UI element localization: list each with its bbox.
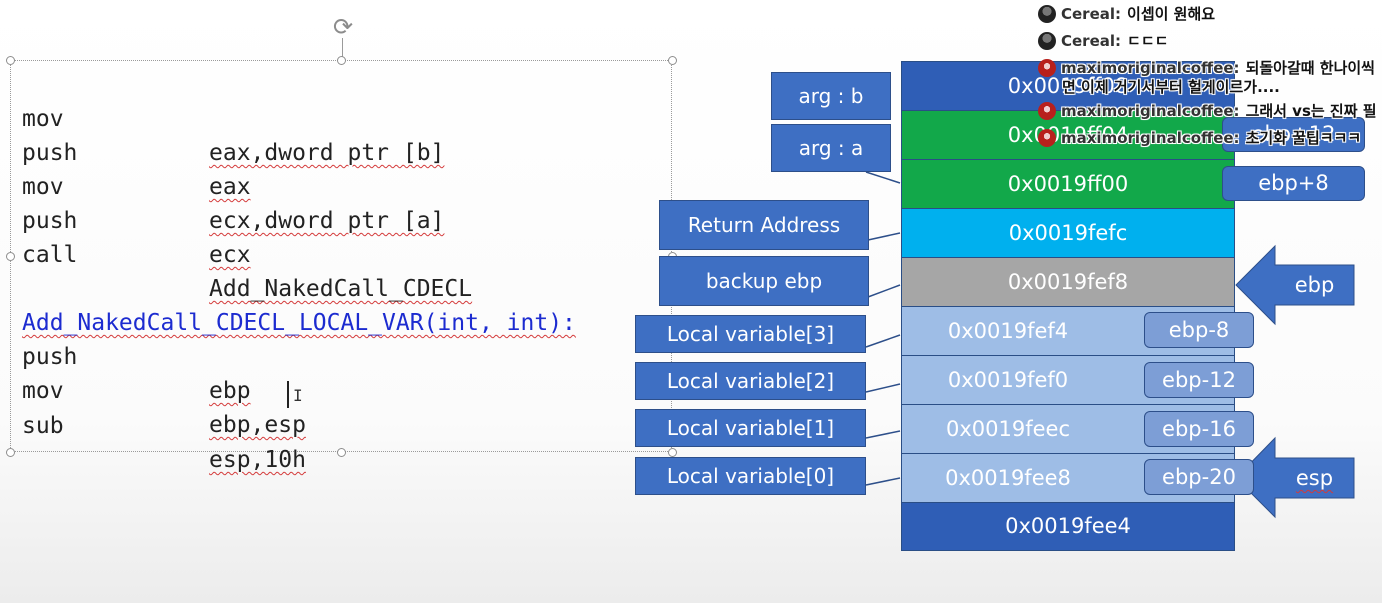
label-local-variable-2: Local variable[2] [635, 362, 866, 400]
chat-message: Cereal: 이셉이 원해요 [1038, 3, 1215, 25]
resize-handle-bottom[interactable] [337, 448, 346, 457]
offset-ebp-minus-8: ebp-8 [1144, 312, 1254, 348]
label-return-address: Return Address [659, 200, 869, 250]
code-op: push [22, 208, 78, 234]
chat-text: 면 이제 거기서부터 헐게이르가.... [1062, 78, 1280, 96]
code-arg: eax,dword ptr [b] [209, 140, 445, 166]
chat-message: maximoriginalcoffee: 초기화 꿀팁ㅋㅋㅋ [1038, 127, 1361, 149]
code-line: push eax [22, 102, 251, 200]
label-local-variable-1: Local variable[1] [635, 409, 866, 447]
code-op: mov [22, 174, 64, 200]
rotate-handle-stem [342, 38, 343, 60]
code-op: mov [22, 378, 64, 404]
stack-address: 0x0019fef4 [947, 319, 1069, 343]
resize-handle-bottom-left[interactable] [6, 448, 15, 457]
code-function-name: Add_NakedCall_CDECL_LOCAL_VAR(int, int): [22, 310, 576, 336]
stack-address: 0x0019ff04 [1007, 123, 1129, 147]
ibeam-cursor-icon: I [293, 386, 303, 405]
code-line: push ecx [22, 170, 251, 268]
code-arg: ecx [209, 242, 251, 268]
stack-cell: 0x0019ff04 [901, 110, 1235, 160]
label-arg-a: arg : a [771, 124, 891, 172]
offset-ebp-plus-12: ebp+12 [1222, 117, 1365, 152]
chat-text: 초기화 꿀팁ㅋㅋㅋ [1245, 129, 1362, 147]
resize-handle-top-right[interactable] [668, 56, 677, 65]
code-line: push ebp [22, 306, 251, 404]
code-arg: eax [209, 174, 251, 200]
chat-username: maximoriginalcoffee: [1061, 59, 1240, 77]
label-backup-ebp: backup ebp [659, 256, 869, 306]
code-line: sub esp,10h [22, 375, 306, 473]
code-op: mov [22, 106, 64, 132]
code-arg: ecx,dword ptr [a] [209, 208, 445, 234]
text-cursor [287, 381, 289, 408]
code-arg: Add_NakedCall_CDECL [209, 276, 473, 302]
pointer-label-ebp: ebp [1294, 273, 1335, 297]
chat-message-continuation: 면 이제 거기서부터 헐게이르가.... [1062, 76, 1280, 98]
stack-address: 0x0019fef0 [947, 368, 1069, 392]
connector-local0 [865, 477, 901, 486]
chat-username: Cereal: [1061, 5, 1122, 23]
code-line: mov eax,dword ptr [b] [22, 68, 444, 166]
code-function-label: Add_NakedCall_CDECL_LOCAL_VAR(int, int): [22, 272, 576, 336]
stack-cell: 0x0019fef8 [901, 257, 1235, 307]
stack-cell: 0x0019fefc [901, 208, 1235, 258]
stack-address: 0x0019fefc [1008, 221, 1128, 245]
connector-local3 [865, 334, 901, 348]
stack-address: 0x0019ff00 [1007, 172, 1129, 196]
stack-cell: 0x0019ff00 [901, 159, 1235, 209]
pointer-label-esp: esp [1295, 466, 1334, 490]
chat-username: maximoriginalcoffee: [1061, 102, 1240, 120]
stack-address: 0x0019fee8 [945, 466, 1071, 490]
stack-cell: 0x0019ff08 [901, 61, 1235, 111]
code-text-box[interactable] [6, 56, 677, 457]
offset-ebp-minus-20: ebp-20 [1144, 459, 1254, 495]
chat-message: maximoriginalcoffee: 그래서 vs는 진짜 필 [1038, 100, 1377, 122]
chat-username: maximoriginalcoffee: [1061, 129, 1240, 147]
code-op: push [22, 344, 78, 370]
code-line: mov ecx,dword ptr [a] [22, 136, 444, 234]
offset-ebp-minus-12: ebp-12 [1144, 362, 1254, 398]
label-local-variable-3: Local variable[3] [635, 315, 866, 353]
chat-text: 그래서 vs는 진짜 필 [1245, 102, 1377, 120]
code-arg: ebp [209, 378, 251, 404]
code-line: call Add_NakedCall_CDECL [22, 204, 472, 302]
stack-address: 0x0019fee4 [1005, 514, 1131, 538]
chat-avatar-icon [1038, 58, 1056, 77]
chat-avatar-icon [1038, 4, 1056, 23]
chat-text: 되돌아갈때 한나이씩 [1245, 59, 1375, 77]
chat-message: maximoriginalcoffee: 되돌아갈때 한나이씩 [1038, 57, 1375, 79]
code-arg: esp,10h [209, 447, 306, 473]
code-op: push [22, 140, 78, 166]
resize-handle-top-left[interactable] [6, 56, 15, 65]
chat-text: ㄷㄷㄷ [1127, 32, 1169, 50]
label-local-variable-0: Local variable[0] [635, 457, 866, 495]
chat-message: Cereal: ㄷㄷㄷ [1038, 30, 1168, 52]
resize-handle-bottom-right[interactable] [668, 448, 677, 457]
connector-return-address [867, 232, 901, 241]
stack-address: 0x0019ff08 [1007, 74, 1129, 98]
rotate-handle-icon[interactable]: ⟳ [332, 13, 354, 41]
stack-address: 0x0019feec [945, 417, 1070, 441]
code-op: sub [22, 413, 64, 439]
chat-avatar-icon [1038, 128, 1056, 147]
connector-local1 [865, 430, 901, 439]
offset-ebp-plus-8: ebp+8 [1222, 166, 1365, 201]
connector-local2 [865, 383, 901, 393]
chat-avatar-icon [1038, 31, 1056, 50]
chat-avatar-icon [1038, 101, 1056, 120]
offset-ebp-minus-16: ebp-16 [1144, 411, 1254, 447]
resize-handle-top[interactable] [337, 56, 346, 65]
chat-text: 이셉이 원해요 [1127, 5, 1216, 23]
code-line: mov ebp,esp [22, 340, 306, 438]
stack-cell: 0x0019fee4 [901, 502, 1235, 551]
code-arg: ebp,esp [209, 412, 306, 438]
resize-handle-left[interactable] [6, 252, 15, 261]
connector-backup-ebp [867, 284, 901, 298]
code-op: call [22, 242, 78, 268]
chat-username: Cereal: [1061, 32, 1122, 50]
label-arg-b: arg : b [771, 72, 891, 120]
connector-arg-a [865, 171, 901, 184]
stack-address: 0x0019fef8 [1007, 270, 1129, 294]
